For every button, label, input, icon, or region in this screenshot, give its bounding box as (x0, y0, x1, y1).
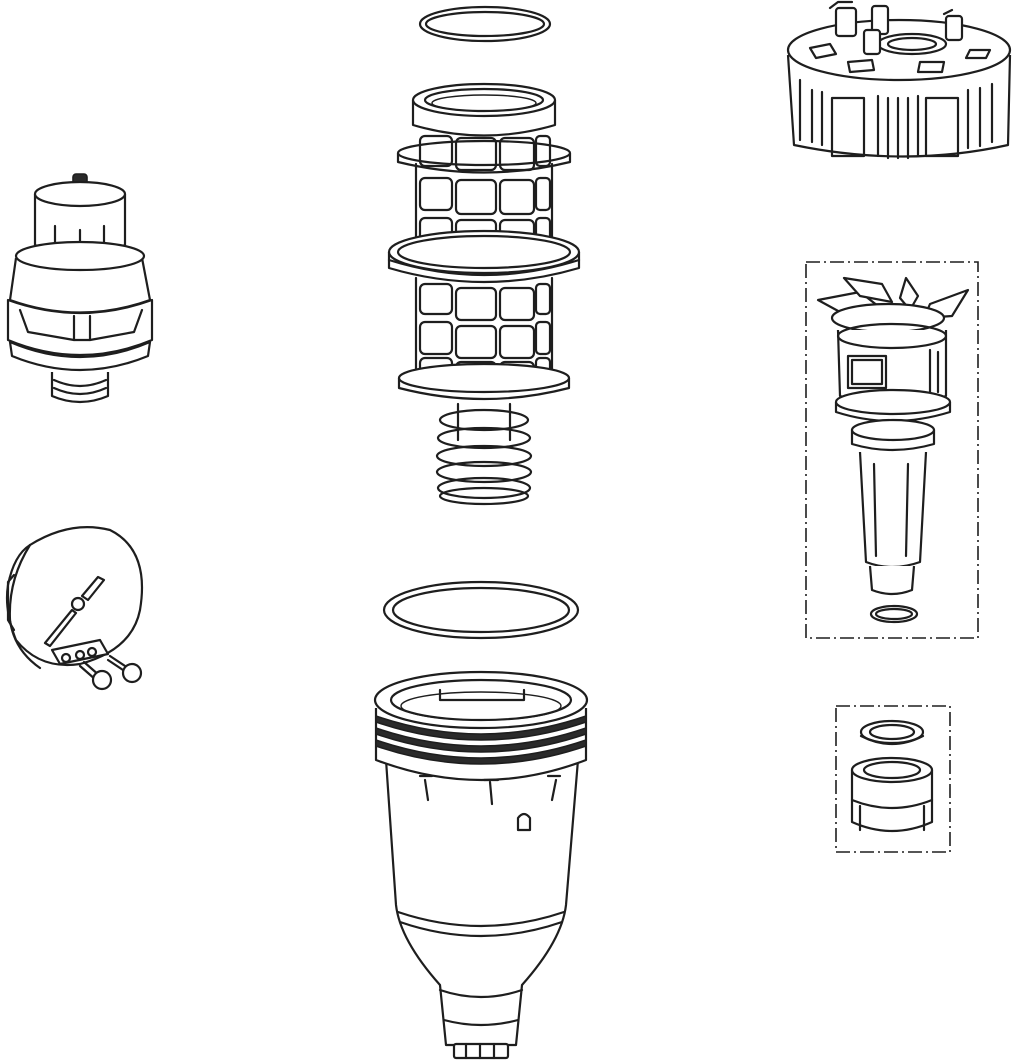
screw-left (78, 660, 113, 691)
filter-bowl (373, 670, 589, 1060)
top-o-ring (418, 5, 552, 43)
screw-right (106, 654, 143, 684)
gauge-cover (5, 526, 144, 691)
filter-cartridge (387, 82, 581, 506)
turbine-rotor-assembly (805, 261, 979, 639)
turbine-head (786, 0, 1012, 160)
turbine-head-fins (798, 78, 994, 160)
spring (435, 402, 533, 506)
connector-assembly (835, 705, 951, 853)
lower-o-ring (382, 580, 580, 640)
air-vent-valve (6, 173, 154, 404)
